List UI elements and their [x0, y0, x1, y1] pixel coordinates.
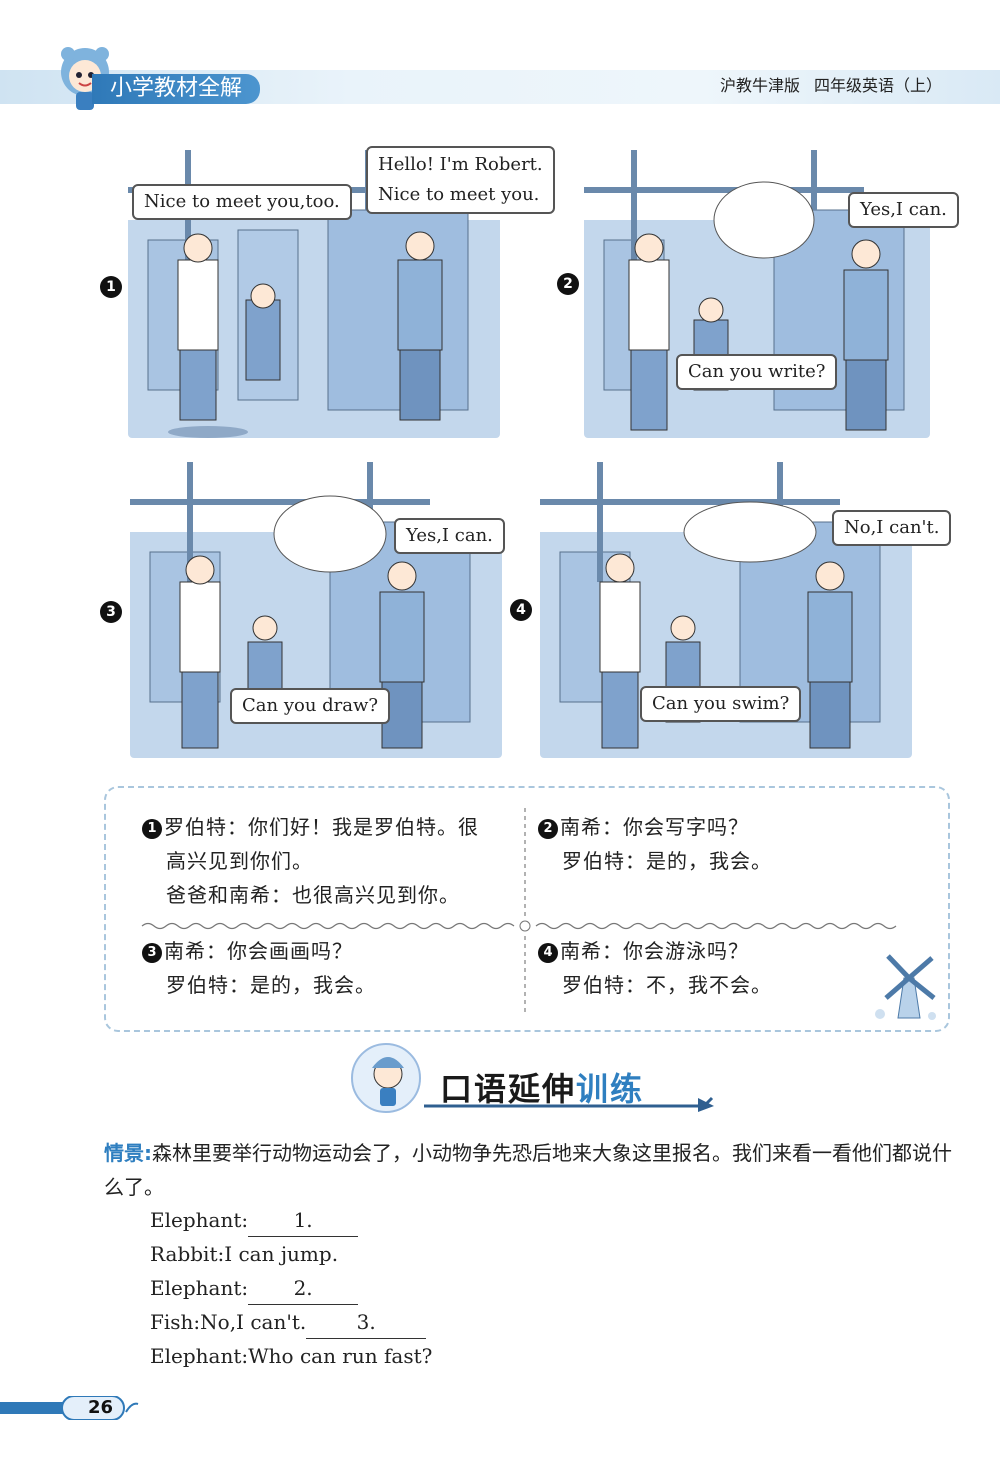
panel-number-1: 1 [100, 276, 122, 298]
exercise-line-2: Rabbit:I can jump. [150, 1242, 339, 1266]
speech-bubble-question: Can you draw? [230, 688, 391, 724]
panel-number-3: 3 [100, 601, 122, 623]
comic-panel-1 [128, 150, 500, 438]
translation-4-line-2: 罗伯特：不，我不会。 [562, 973, 772, 997]
factory-scene-illustration [128, 150, 500, 438]
bubble-line: Nice to meet you. [378, 184, 540, 205]
panel-number-2: 2 [557, 273, 579, 295]
series-title: 小学教材全解 [92, 74, 261, 104]
bubble-line: Hello! I'm Robert. [378, 154, 543, 175]
scenario-text: 森林里要举行动物运动会了，小动物争先恐后地来大象这里报名。我们来看一看他们都说什… [104, 1141, 952, 1199]
section-heading-decoration [351, 1043, 714, 1113]
scenario-label: 情景: [104, 1141, 152, 1165]
windmill-icon [875, 954, 936, 1020]
translation-dividers [141, 808, 897, 1016]
answer-blank-2[interactable]: 2. [248, 1272, 359, 1305]
speech-bubble-robert-hello: Hello! I'm Robert. Nice to meet you. [366, 146, 555, 214]
speech-bubble-question: Can you write? [676, 354, 838, 390]
translation-2-line-2: 罗伯特：是的，我会。 [562, 849, 772, 873]
panel-number-4: 4 [510, 599, 532, 621]
answer-blank-1[interactable]: 1. [248, 1204, 359, 1237]
speech-bubble-yes: Yes,I can. [848, 192, 959, 228]
page-number: 26 [88, 1397, 114, 1418]
translation-number-1: 1 [142, 819, 162, 839]
translation-number-2: 2 [538, 819, 558, 839]
translation-number-4: 4 [538, 943, 558, 963]
page-number-band [0, 1396, 139, 1420]
translation-1-line-3: 爸爸和南希：也很高兴见到你。 [166, 883, 460, 907]
exercise-line-3: Elephant:2. [150, 1272, 359, 1305]
speech-bubble-reply: Nice to meet you,too. [132, 184, 352, 220]
exercise-line-5: Elephant:Who can run fast? [150, 1344, 433, 1368]
translation-3-line-2: 罗伯特：是的，我会。 [166, 973, 376, 997]
speech-bubble-question: Can you swim? [640, 686, 802, 722]
speech-bubble-yes: Yes,I can. [394, 518, 505, 554]
header-edition-info: 沪教牛津版四年级英语（上） [706, 74, 942, 98]
exercise-line-4: Fish:No,I can't.3. [150, 1306, 427, 1339]
grade-subject-label: 四年级英语（上） [813, 76, 942, 95]
translation-1-line-2: 高兴见到你们。 [166, 849, 313, 873]
translation-number-3: 3 [142, 943, 162, 963]
answer-blank-3[interactable]: 3. [306, 1306, 427, 1339]
section-title: 口语延伸训练 [440, 1070, 645, 1108]
scenario-paragraph: 情景:森林里要举行动物运动会了，小动物争先恐后地来大象这里报名。我们来看一看他们… [104, 1136, 954, 1204]
translation-box [104, 786, 950, 1032]
exercise-line-1: Elephant:1. [150, 1204, 359, 1237]
edition-label: 沪教牛津版 [719, 76, 800, 95]
speech-bubble-no: No,I can't. [832, 510, 952, 546]
